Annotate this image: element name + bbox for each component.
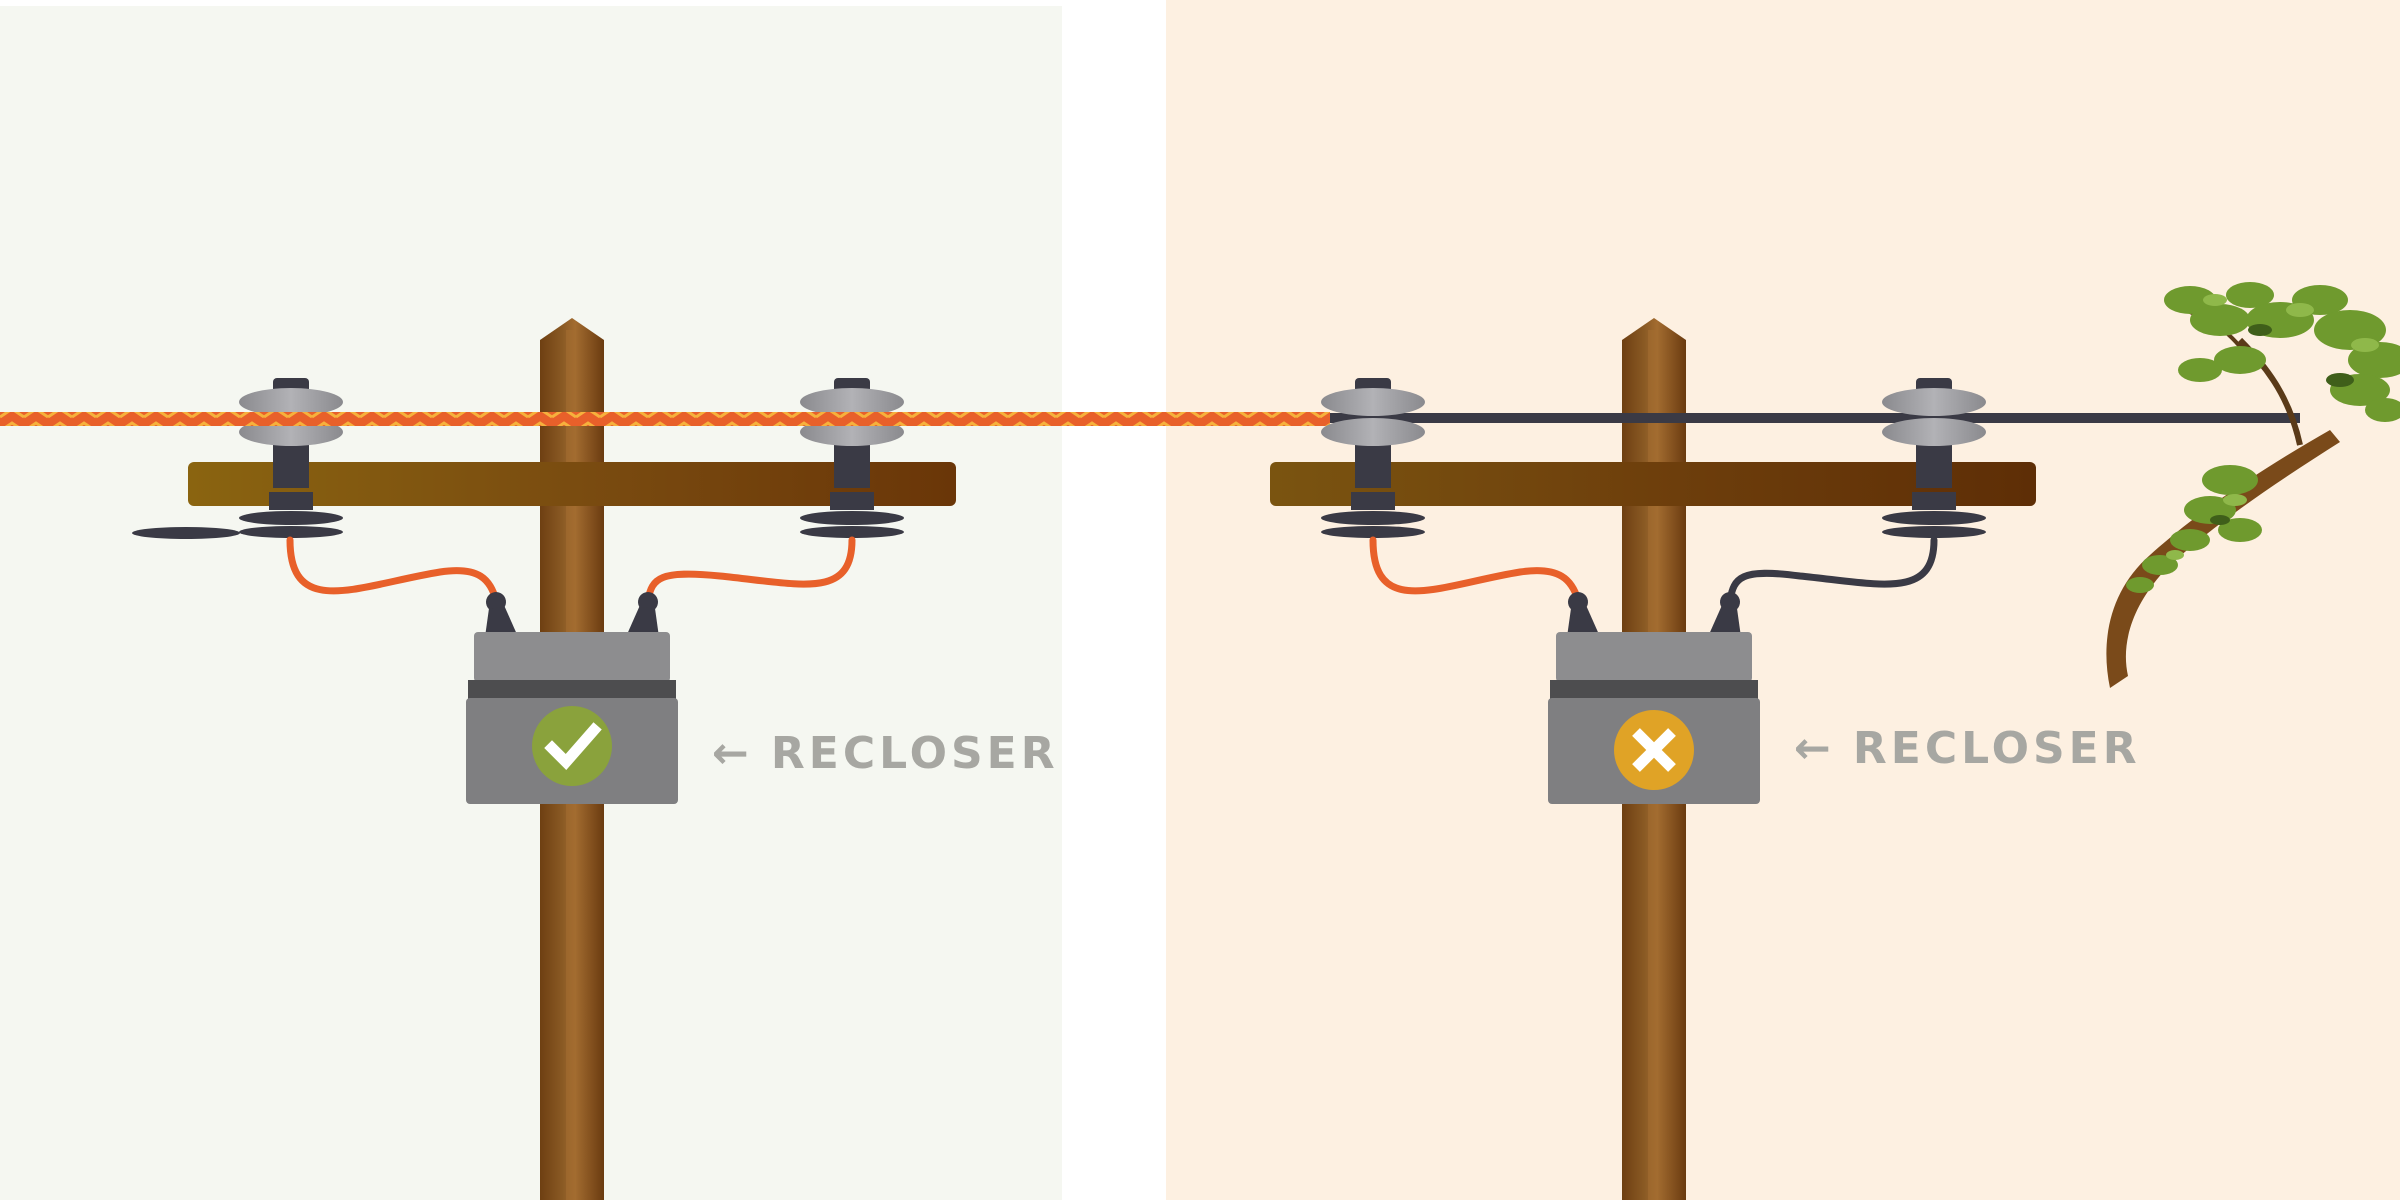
right-jumper-2 [1726,536,1938,604]
right-recloser-label: ←RECLOSER [1794,727,2141,771]
left-recloser-label: ←RECLOSER [712,732,1059,776]
checkmark-icon [532,706,612,786]
left-panel-bg [0,6,1062,1200]
arrow-left-icon: ← [712,728,753,779]
tree-branch-icon [2106,282,2400,688]
arrow-left-icon: ← [1794,723,1835,774]
live-line [0,412,1330,426]
left-crossarm [188,462,956,506]
dead-line [1330,413,2300,423]
left-jumper-2 [644,536,856,604]
right-crossarm [1270,462,2036,506]
right-jumper-1 [1369,536,1582,604]
x-mark-icon [1614,710,1694,790]
left-jumper-1 [286,536,500,604]
right-recloser-label-text: RECLOSER [1852,723,2141,774]
right-panel-bg [1166,0,2400,1200]
left-recloser-label-text: RECLOSER [770,728,1059,779]
